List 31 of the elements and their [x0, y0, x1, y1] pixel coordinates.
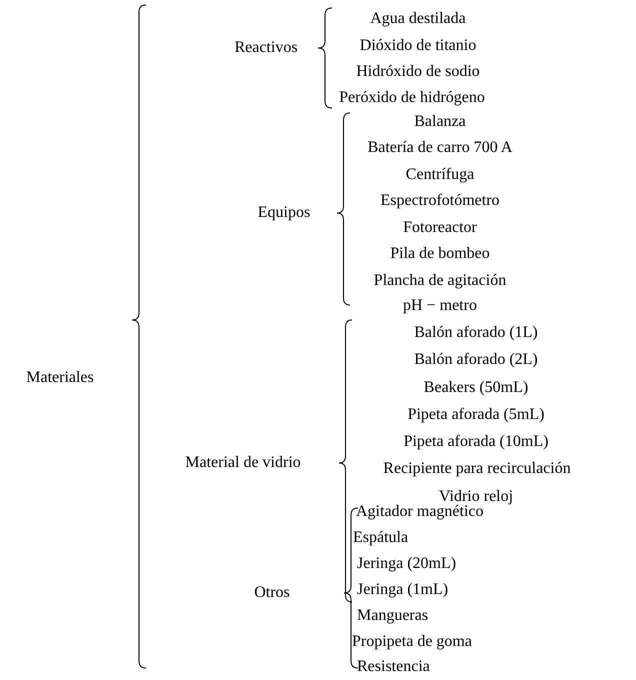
item-label: pH − metro	[403, 298, 477, 314]
item-label: Propipeta de goma	[352, 634, 472, 650]
item-label: Pila de bombeo	[390, 246, 490, 262]
item-label: Otros	[254, 585, 290, 601]
item-label: Resistencia	[357, 659, 430, 675]
item-label: Balón aforado (2L)	[414, 352, 538, 368]
item-label: Vidrio reloj	[438, 489, 514, 505]
item-label: Mangueras	[357, 608, 428, 624]
item-label: Balón aforado (1L)	[414, 325, 538, 341]
item-label: Agua destilada	[370, 11, 466, 27]
item-label: Beakers (50mL)	[424, 380, 528, 396]
item-label: Hidróxido de sodio	[356, 64, 480, 80]
item-label: Jeringa (20mL)	[357, 556, 456, 572]
item-label: Balanza	[414, 114, 466, 130]
item-label: Espátula	[353, 530, 408, 546]
item-label: Fotoreactor	[403, 220, 477, 236]
item-label: Espectrofotómetro	[380, 193, 500, 209]
item-label: Material de vidrio	[185, 455, 301, 471]
item-label: Dióxido de titanio	[360, 38, 476, 54]
item-label: Plancha de agitación	[374, 273, 506, 289]
item-label: Agitador magnético	[356, 504, 484, 520]
item-label: Centrífuga	[406, 167, 474, 183]
item-label: Pipeta aforada (10mL)	[404, 434, 548, 450]
item-label: Equipos	[258, 205, 310, 221]
item-label: Materiales	[26, 370, 94, 386]
item-label: Batería de carro 700 A	[368, 140, 512, 156]
item-label: Recipiente para recirculación	[383, 461, 571, 477]
item-label: Pipeta aforada (5mL)	[408, 407, 544, 423]
item-label: Peróxido de hidrógeno	[339, 90, 485, 106]
item-label: Jeringa (1mL)	[357, 582, 448, 598]
item-label: Reactivos	[234, 40, 298, 56]
